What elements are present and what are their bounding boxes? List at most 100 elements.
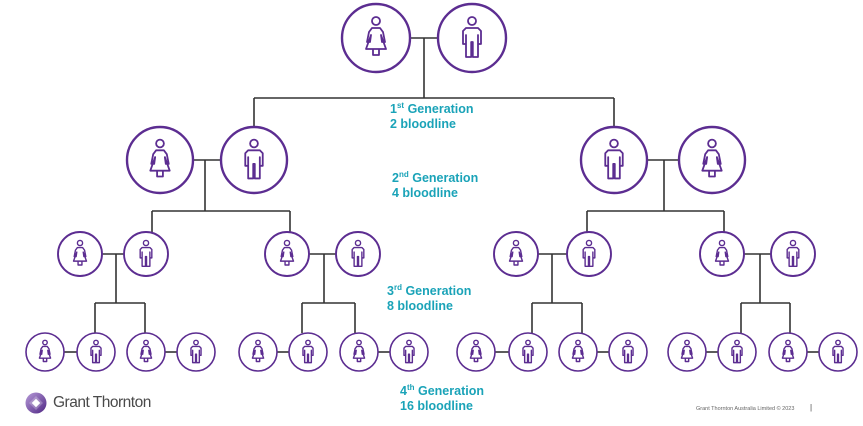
gen3-person <box>123 231 169 277</box>
gen2-person <box>125 125 195 195</box>
female-icon <box>279 239 295 266</box>
gen3-person <box>264 231 310 277</box>
gen2-person <box>219 125 289 195</box>
person-circle <box>340 2 412 74</box>
logo-text: Grant Thornton <box>53 394 151 411</box>
gen4-person <box>76 332 116 372</box>
person-circle <box>770 231 816 277</box>
footer-separator: | <box>809 403 813 412</box>
person-circle <box>818 332 858 372</box>
gen4-person <box>25 332 65 372</box>
gen4-person <box>667 332 707 372</box>
person-circle <box>238 332 278 372</box>
footer-copyright: Grant Thornton Australia Limited © 2023 <box>696 406 795 412</box>
female-icon <box>251 339 265 363</box>
gen4-person <box>389 332 429 372</box>
person-circle <box>219 125 289 195</box>
gen1-person <box>340 2 412 74</box>
person-circle <box>264 231 310 277</box>
person-circle <box>288 332 328 372</box>
grant-thornton-swirl-icon <box>25 392 47 414</box>
person-circle <box>389 332 429 372</box>
person-circle <box>335 231 381 277</box>
gen3-person <box>57 231 103 277</box>
gen2-person <box>677 125 747 195</box>
person-circle <box>566 231 612 277</box>
person-circle <box>57 231 103 277</box>
female-icon <box>139 339 153 363</box>
male-icon <box>604 138 624 180</box>
grant-thornton-logo: Grant Thornton <box>25 392 151 414</box>
female-icon <box>701 138 723 178</box>
footer: Grant Thornton Australia Limited © 2023 … <box>696 403 812 412</box>
person-circle <box>667 332 707 372</box>
person-circle <box>123 231 169 277</box>
male-icon <box>522 339 534 364</box>
person-circle <box>558 332 598 372</box>
female-icon <box>571 339 585 363</box>
person-circle <box>25 332 65 372</box>
female-icon <box>680 339 694 363</box>
female-icon <box>714 239 730 266</box>
gen4-person <box>717 332 757 372</box>
gen4-person <box>508 332 548 372</box>
gen3-person <box>770 231 816 277</box>
person-circle <box>717 332 757 372</box>
gen4-person <box>288 332 328 372</box>
person-circle <box>436 2 508 74</box>
person-circle <box>677 125 747 195</box>
gen2-person <box>579 125 649 195</box>
female-icon <box>469 339 483 363</box>
gen4-person <box>456 332 496 372</box>
female-icon <box>365 16 387 56</box>
person-circle <box>608 332 648 372</box>
gen4-person <box>176 332 216 372</box>
gen3-person <box>493 231 539 277</box>
gen4-person <box>818 332 858 372</box>
person-circle <box>76 332 116 372</box>
person-circle <box>126 332 166 372</box>
person-circle <box>125 125 195 195</box>
female-icon <box>508 239 524 266</box>
person-circle <box>699 231 745 277</box>
female-icon <box>781 339 795 363</box>
generation-3-label: 3rd Generation 8 bloodline <box>387 283 472 314</box>
gen4-person <box>608 332 648 372</box>
gen4-person <box>238 332 278 372</box>
gen4-person <box>558 332 598 372</box>
gen4-person <box>339 332 379 372</box>
person-circle <box>493 231 539 277</box>
person-circle <box>768 332 808 372</box>
male-icon <box>190 339 202 364</box>
male-icon <box>462 16 482 58</box>
person-circle <box>579 125 649 195</box>
male-icon <box>786 239 800 267</box>
female-icon <box>149 138 171 178</box>
gen3-person <box>699 231 745 277</box>
male-icon <box>90 339 102 364</box>
male-icon <box>622 339 634 364</box>
female-icon <box>38 339 52 363</box>
female-icon <box>72 239 88 266</box>
male-icon <box>731 339 743 364</box>
gen3-person <box>335 231 381 277</box>
generation-2-label: 2nd Generation 4 bloodline <box>392 170 479 201</box>
gen4-person <box>126 332 166 372</box>
male-icon <box>244 138 264 180</box>
male-icon <box>351 239 365 267</box>
gen3-person <box>566 231 612 277</box>
person-circle <box>508 332 548 372</box>
male-icon <box>832 339 844 364</box>
female-icon <box>352 339 366 363</box>
person-circle <box>339 332 379 372</box>
male-icon <box>582 239 596 267</box>
male-icon <box>403 339 415 364</box>
male-icon <box>302 339 314 364</box>
gen1-person <box>436 2 508 74</box>
generation-4-label: 4th Generation 16 bloodline <box>400 383 484 414</box>
person-circle <box>456 332 496 372</box>
male-icon <box>139 239 153 267</box>
gen4-person <box>768 332 808 372</box>
person-circle <box>176 332 216 372</box>
